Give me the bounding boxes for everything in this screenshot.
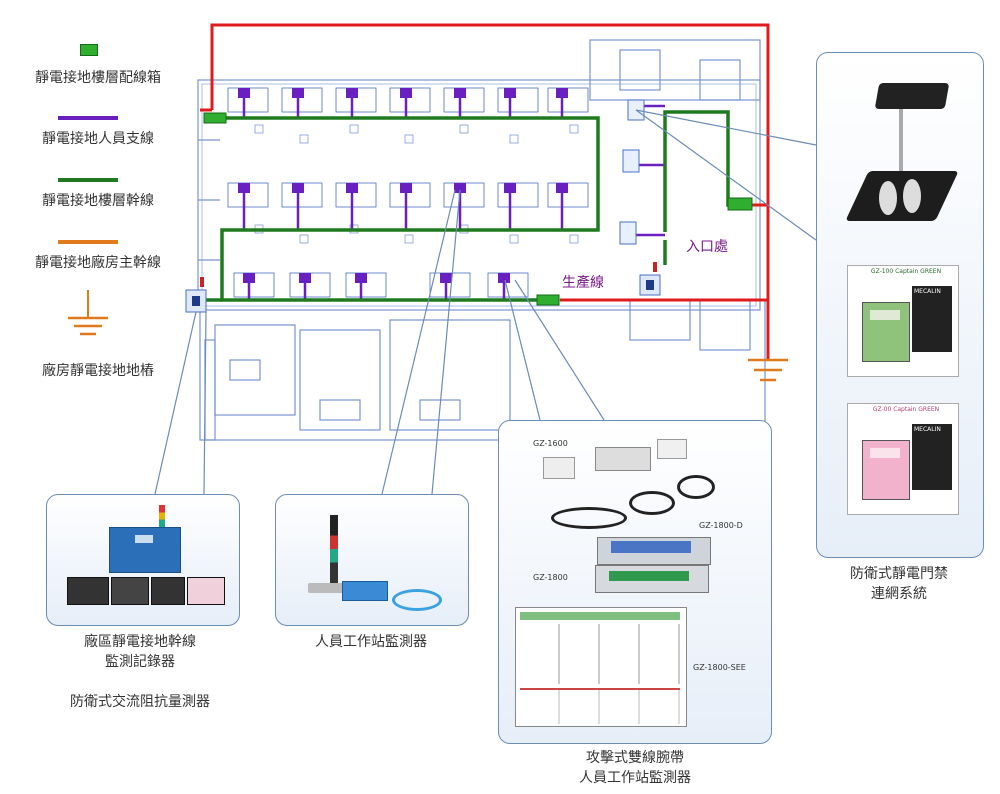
entrance-label: 入口處	[686, 239, 728, 255]
gz-1800-see-screen	[515, 607, 687, 727]
monitor-unit-1	[67, 577, 109, 605]
product-label-gz-1600: GZ-1600	[533, 439, 568, 448]
legend-plant-main-trunk-label: 靜電接地廠房主幹線	[35, 255, 161, 271]
access-control-caption: 防衛式靜電門禁 連網系統	[850, 566, 948, 602]
footprint-right	[903, 179, 921, 213]
product-label-gz-1800: GZ-1800	[533, 573, 568, 582]
reader-pole	[899, 109, 903, 179]
gz-1800-d-panel	[611, 541, 691, 553]
tower-lamp	[159, 505, 165, 527]
workstation-caption: 人員工作站監測器	[315, 634, 427, 650]
screen-lower-section	[520, 688, 680, 724]
coiled-cord-1	[551, 507, 627, 529]
foot-plate	[845, 171, 959, 221]
screen-grid	[520, 624, 680, 684]
cabinet-display	[135, 535, 153, 543]
wrist-strap-coil	[392, 589, 442, 611]
coiled-cord-2	[629, 491, 675, 515]
control-cabinet	[109, 527, 181, 573]
monitor-unit-4	[187, 577, 225, 605]
personnel-branch-line-icon	[58, 116, 118, 120]
wrist-strap-panel: GZ-1600 GZ-1800-D GZ-1800 GZ-1800-SEE	[498, 420, 772, 744]
floor-trunk-line-icon	[58, 178, 118, 182]
access-control-panel: GZ-100 Captain GREEN MECALIN GZ-00 Capta…	[816, 52, 984, 558]
workstation-panel	[275, 494, 469, 626]
gz-1600-unit-a	[543, 457, 575, 479]
device2-infocard	[912, 424, 952, 490]
product-label-gz-1800-see: GZ-1800-SEE	[693, 663, 746, 672]
device1-screen	[870, 310, 900, 320]
access-device-2: GZ-00 Captain GREEN MECALIN	[847, 403, 959, 515]
monitor-unit-2	[111, 577, 149, 605]
legend-distribution-box-label: 靜電接地樓層配線箱	[35, 70, 161, 86]
coiled-cord-3	[677, 475, 715, 499]
device1-title: GZ-100 Captain GREEN	[870, 268, 942, 275]
map-access-gates	[619, 99, 645, 245]
screen-title-bar	[520, 612, 680, 620]
footprint-left	[879, 181, 897, 215]
reader-head	[874, 83, 950, 109]
production-line-label: 生產線	[562, 275, 604, 291]
legend-personnel-branch-label: 靜電接地人員支線	[42, 131, 154, 147]
desk-markers	[254, 124, 579, 244]
wrist-strap-caption: 攻擊式雙線腕帶 人員工作站監測器	[579, 750, 691, 786]
device1-infocard	[912, 286, 952, 352]
legend-ground-stake-label: 廠房靜電接地地樁	[42, 363, 154, 379]
device1-brand: MECALIN	[914, 288, 941, 295]
map-distribution-boxes	[203, 112, 753, 306]
legend-floor-trunk-label: 靜電接地樓層幹線	[42, 193, 154, 209]
monitor-unit-3	[151, 577, 185, 605]
signal-tower	[330, 515, 338, 583]
trunk-monitor-caption: 廠區靜電接地幹線 監測記錄器	[84, 634, 196, 670]
map-trunk-monitors	[185, 262, 661, 313]
device2-screen	[870, 448, 900, 458]
distribution-box-icon	[80, 44, 98, 56]
plant-main-trunk-line-icon	[58, 240, 118, 244]
device2-title: GZ-00 Captain GREEN	[872, 406, 940, 413]
gz-1600-unit-b	[595, 447, 651, 471]
device2-brand: MECALIN	[914, 426, 941, 433]
personnel-monitors	[238, 88, 568, 283]
trunk-monitor-panel	[46, 494, 240, 626]
plant-red-trunk	[200, 23, 770, 360]
tower-base	[308, 583, 348, 593]
callout-lines	[154, 109, 817, 495]
gz-1800-panel	[609, 571, 689, 581]
ground-stake-icon	[68, 290, 108, 336]
workstation-monitor-box	[342, 581, 388, 601]
ac-impedance-caption: 防衛式交流阻抗量測器	[70, 694, 210, 710]
product-label-gz-1800-d: GZ-1800-D	[699, 521, 743, 530]
building-outline	[197, 39, 766, 441]
gz-1600-unit-c	[657, 439, 687, 459]
personnel-branch-lines	[242, 98, 665, 300]
access-device-1: GZ-100 Captain GREEN MECALIN	[847, 265, 959, 377]
map-ground-stake	[748, 358, 788, 382]
